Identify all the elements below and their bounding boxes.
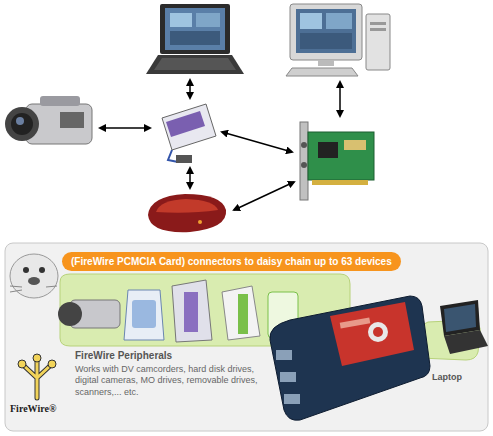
device-label: Laptop [432,372,462,383]
banner-text: (FireWire PCMCIA Card) connectors to dai… [71,255,392,268]
pcmcia-card-large [270,296,430,420]
firewire-logo [18,354,56,398]
description-text: Works with DV camcorders, hard disk driv… [75,364,265,398]
section-heading: FireWire Peripherals [75,350,172,363]
camcorder-picture [5,96,92,144]
pcmcia-card-picture [162,104,216,163]
connection-arrows [100,80,340,210]
laptop-small [440,300,488,354]
laptop-picture [146,4,244,74]
logo-text: FireWire® [10,403,56,416]
pci-card-picture [300,122,374,200]
desktop-picture [286,4,390,76]
seal-mascot [10,254,58,298]
drive-picture [148,194,226,232]
panel [5,243,488,431]
banner: (FireWire PCMCIA Card) connectors to dai… [62,252,401,271]
